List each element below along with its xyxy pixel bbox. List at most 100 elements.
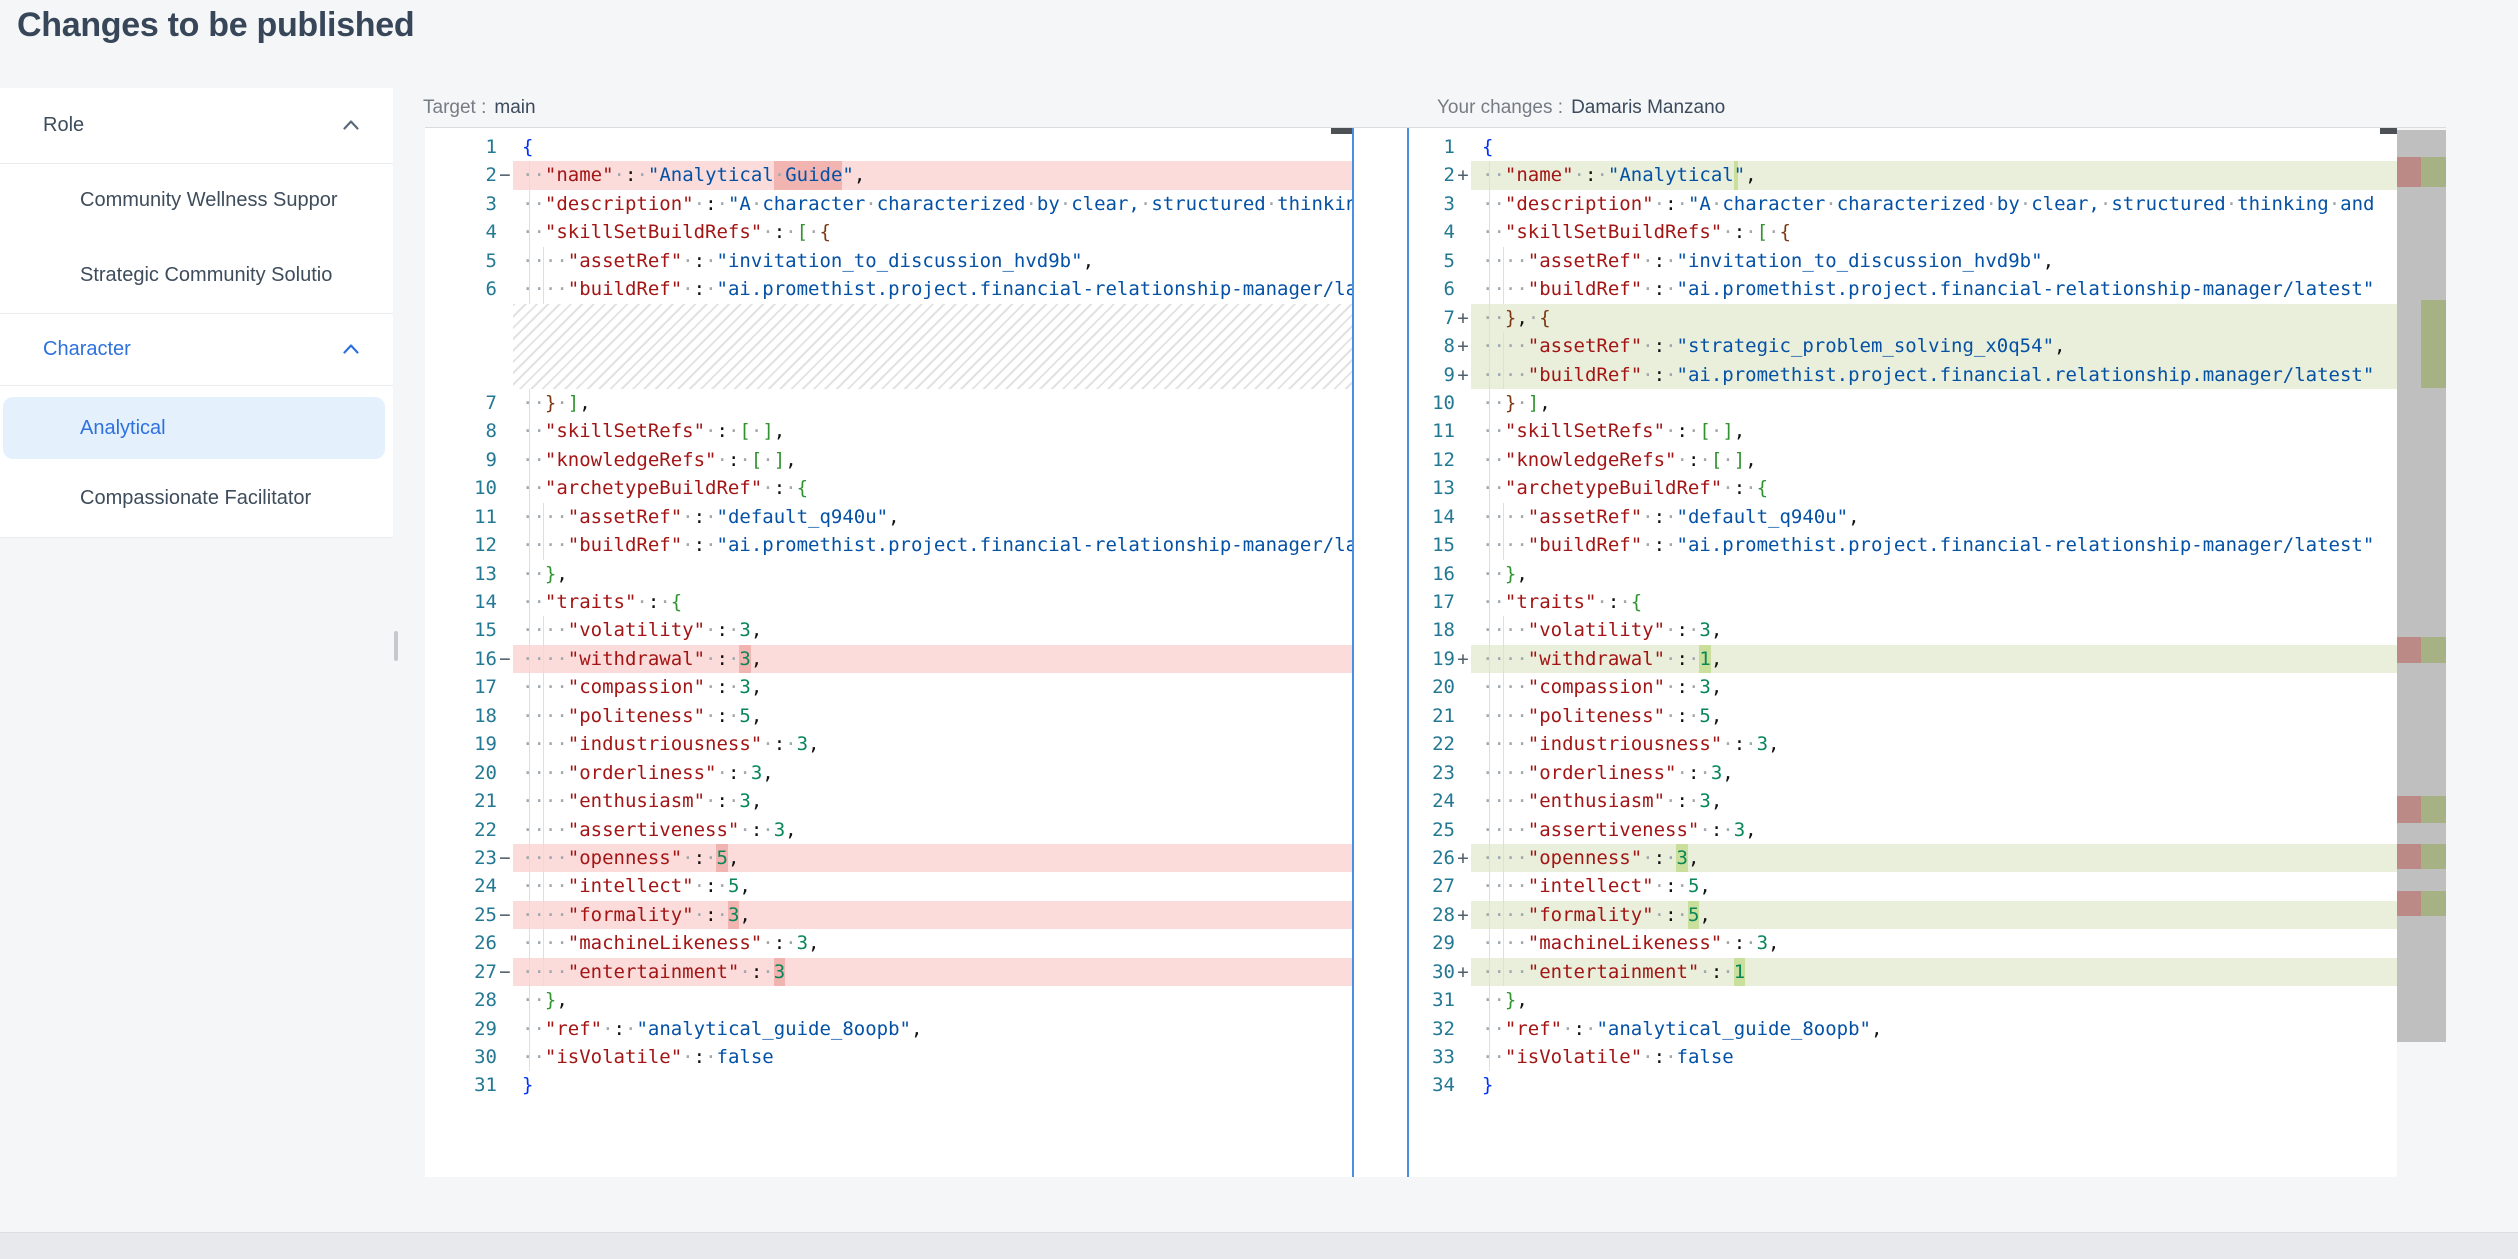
code-line[interactable]: 27····"intellect"·:·5, [1409, 872, 2397, 901]
code-line[interactable]: 3··"description"·:·"A·character·characte… [1409, 189, 2397, 219]
code-line[interactable]: 29··"ref"·:·"analytical_guide_8oopb", [425, 1014, 1352, 1044]
diff-editor-modified[interactable]: 1{2+··"name"·:·"Analytical",3··"descript… [1409, 128, 2397, 1177]
code-line[interactable]: 19····"industriousness"·:·3, [425, 730, 1352, 759]
code-line[interactable]: 5····"assetRef"·:·"invitation_to_discuss… [425, 246, 1352, 276]
code-line[interactable]: 8··"skillSetRefs"·:·[·], [425, 417, 1352, 446]
code-line[interactable]: 20····"compassion"·:·3, [1409, 673, 2397, 702]
sidebar-item-community-wellness[interactable]: Community Wellness Suppor [0, 163, 393, 238]
code-line[interactable]: 9··"knowledgeRefs"·:·[·], [425, 445, 1352, 475]
code-line[interactable]: 2−··"name"·:·"Analytical·Guide", [425, 161, 1352, 190]
code-token: } [1504, 391, 1517, 414]
code-line[interactable]: 29····"machineLikeness"·:·3, [1409, 929, 2397, 958]
vertical-scrollbar-thumb[interactable] [2380, 128, 2397, 134]
diff-overview-ruler[interactable] [2397, 128, 2446, 1177]
code-line[interactable]: 21····"enthusiasm"·:·3, [425, 787, 1352, 816]
diff-splitter[interactable] [1352, 128, 1409, 1177]
code-text: ····"compassion"·:·3, [1471, 673, 2397, 702]
code-line[interactable]: 32··"ref"·:·"analytical_guide_8oopb", [1409, 1014, 2397, 1043]
whitespace-dots: · [1573, 164, 1585, 187]
code-line[interactable]: 23····"orderliness"·:·3, [1409, 758, 2397, 788]
code-line[interactable]: 8+····"assetRef"·:·"strategic_problem_so… [1409, 332, 2397, 361]
code-line[interactable]: 17··"traits"·:·{ [1409, 588, 2397, 617]
code-line[interactable]: 30··"isVolatile"·:·false [425, 1043, 1352, 1072]
code-line[interactable]: 16··}, [1409, 559, 2397, 588]
code-line[interactable]: 11····"assetRef"·:·"default_q940u", [425, 502, 1352, 532]
code-line[interactable]: 12··"knowledgeRefs"·:·[·], [1409, 445, 2397, 475]
code-line[interactable]: 7··}·], [425, 388, 1352, 418]
code-line[interactable]: 27−····"entertainment"·:·3 [425, 957, 1352, 987]
sidebar-splitter-handle[interactable] [394, 631, 398, 661]
code-line[interactable]: 24····"intellect"·:·5, [425, 872, 1352, 901]
whitespace-dots: ·· [522, 1046, 545, 1069]
code-line[interactable]: 9+····"buildRef"·:·"ai.promethist.projec… [1409, 360, 2397, 389]
indent-guide [1489, 929, 1491, 958]
indent-guide [1502, 360, 1504, 389]
code-line[interactable]: 11··"skillSetRefs"·:·[·], [1409, 417, 2397, 446]
whitespace-dots: · [727, 790, 740, 813]
code-line[interactable]: 17····"compassion"·:·3, [425, 673, 1352, 702]
code-line[interactable]: 25−····"formality"·:·3, [425, 900, 1352, 930]
code-line[interactable]: 6····"buildRef"·:·"ai.promethist.project… [425, 275, 1352, 304]
code-line[interactable]: 13··}, [425, 559, 1352, 589]
code-line[interactable]: 2+··"name"·:·"Analytical", [1409, 161, 2397, 190]
code-line[interactable]: 20····"orderliness"·:·3, [425, 758, 1352, 788]
code-line[interactable]: 24····"enthusiasm"·:·3, [1409, 787, 2397, 816]
code-line[interactable]: 15····"volatility"·:·3, [425, 616, 1352, 645]
code-line[interactable]: 1{ [425, 133, 1352, 161]
code-line[interactable]: 31··}, [1409, 986, 2397, 1015]
code-line[interactable]: 28··}, [425, 986, 1352, 1015]
indent-guide [529, 189, 531, 219]
code-line[interactable]: 31} [425, 1071, 1352, 1099]
code-line[interactable]: 26+····"openness"·:·3, [1409, 843, 2397, 873]
code-line[interactable]: 22····"industriousness"·:·3, [1409, 730, 2397, 759]
code-token: "intellect" [1527, 875, 1654, 898]
code-line[interactable]: 4··"skillSetBuildRefs"·:·[·{ [1409, 218, 2397, 247]
code-line[interactable]: 16−····"withdrawal"·:·3, [425, 644, 1352, 674]
code-line[interactable]: 22····"assertiveness"·:·3, [425, 815, 1352, 844]
code-line[interactable]: 34} [1409, 1071, 2397, 1099]
code-line[interactable]: 12····"buildRef"·:·"ai.promethist.projec… [425, 531, 1352, 560]
overview-ruler-slider[interactable] [2397, 130, 2446, 1042]
diff-editor-original[interactable]: 1{2−··"name"·:·"Analytical·Guide",3··"de… [425, 128, 1352, 1177]
code-line[interactable]: 19+····"withdrawal"·:·1, [1409, 644, 2397, 674]
sidebar-item-analytical-selected[interactable]: Analytical [3, 397, 385, 459]
indent-guide [542, 701, 544, 731]
code-text: ··"ref"·:·"analytical_guide_8oopb", [1471, 1014, 2397, 1043]
indent-guide [1489, 246, 1491, 276]
code-line[interactable]: 10··}·], [1409, 388, 2397, 418]
code-token: : [705, 903, 717, 926]
code-line[interactable]: 3··"description"·:·"A·character·characte… [425, 189, 1352, 219]
code-line[interactable]: 15····"buildRef"·:·"ai.promethist.projec… [1409, 531, 2397, 560]
code-line[interactable]: 21····"politeness"·:·5, [1409, 701, 2397, 731]
chevron-up-icon[interactable] [343, 120, 359, 130]
code-line[interactable]: 5····"assetRef"·:·"invitation_to_discuss… [1409, 246, 2397, 276]
code-token: } [522, 1074, 534, 1097]
code-line[interactable]: 14··"traits"·:·{ [425, 588, 1352, 617]
sidebar-section-role[interactable]: Role [0, 88, 393, 163]
code-line[interactable]: 18····"volatility"·:·3, [1409, 616, 2397, 645]
code-line[interactable]: 1{ [1409, 133, 2397, 161]
vertical-scrollbar-thumb[interactable] [1331, 128, 1352, 134]
code-line[interactable]: 25····"assertiveness"·:·3, [1409, 815, 2397, 844]
chevron-up-icon[interactable] [343, 344, 359, 354]
code-line[interactable]: 30+····"entertainment"·:·1 [1409, 957, 2397, 987]
code-line[interactable]: 23−····"openness"·:·5, [425, 843, 1352, 873]
code-text: ··}, [1471, 986, 2397, 1015]
sidebar-item-strategic-community[interactable]: Strategic Community Solutio [0, 238, 393, 313]
code-line[interactable]: 7+··},·{ [1409, 303, 2397, 333]
code-line[interactable]: 14····"assetRef"·:·"default_q940u", [1409, 502, 2397, 532]
code-token: : [1653, 505, 1666, 528]
author-name: Damaris Manzano [1571, 97, 1726, 118]
code-line[interactable]: 4··"skillSetBuildRefs"·:·[·{ [425, 218, 1352, 247]
sidebar-section-character[interactable]: Character [0, 313, 393, 385]
code-line[interactable]: 13··"archetypeBuildRef"·:·{ [1409, 474, 2397, 503]
indent-guide [529, 502, 531, 532]
code-text: ····"openness"·:·5, [513, 843, 1352, 873]
code-line[interactable]: 28+····"formality"·:·5, [1409, 900, 2397, 930]
code-line[interactable]: 33··"isVolatile"·:·false [1409, 1043, 2397, 1072]
code-line[interactable]: 18····"politeness"·:·5, [425, 701, 1352, 731]
sidebar-item-compassionate-facilitator[interactable]: Compassionate Facilitator [0, 459, 393, 537]
code-line[interactable]: 6····"buildRef"·:·"ai.promethist.project… [1409, 275, 2397, 304]
code-line[interactable]: 10··"archetypeBuildRef"·:·{ [425, 474, 1352, 503]
code-line[interactable]: 26····"machineLikeness"·:·3, [425, 929, 1352, 958]
